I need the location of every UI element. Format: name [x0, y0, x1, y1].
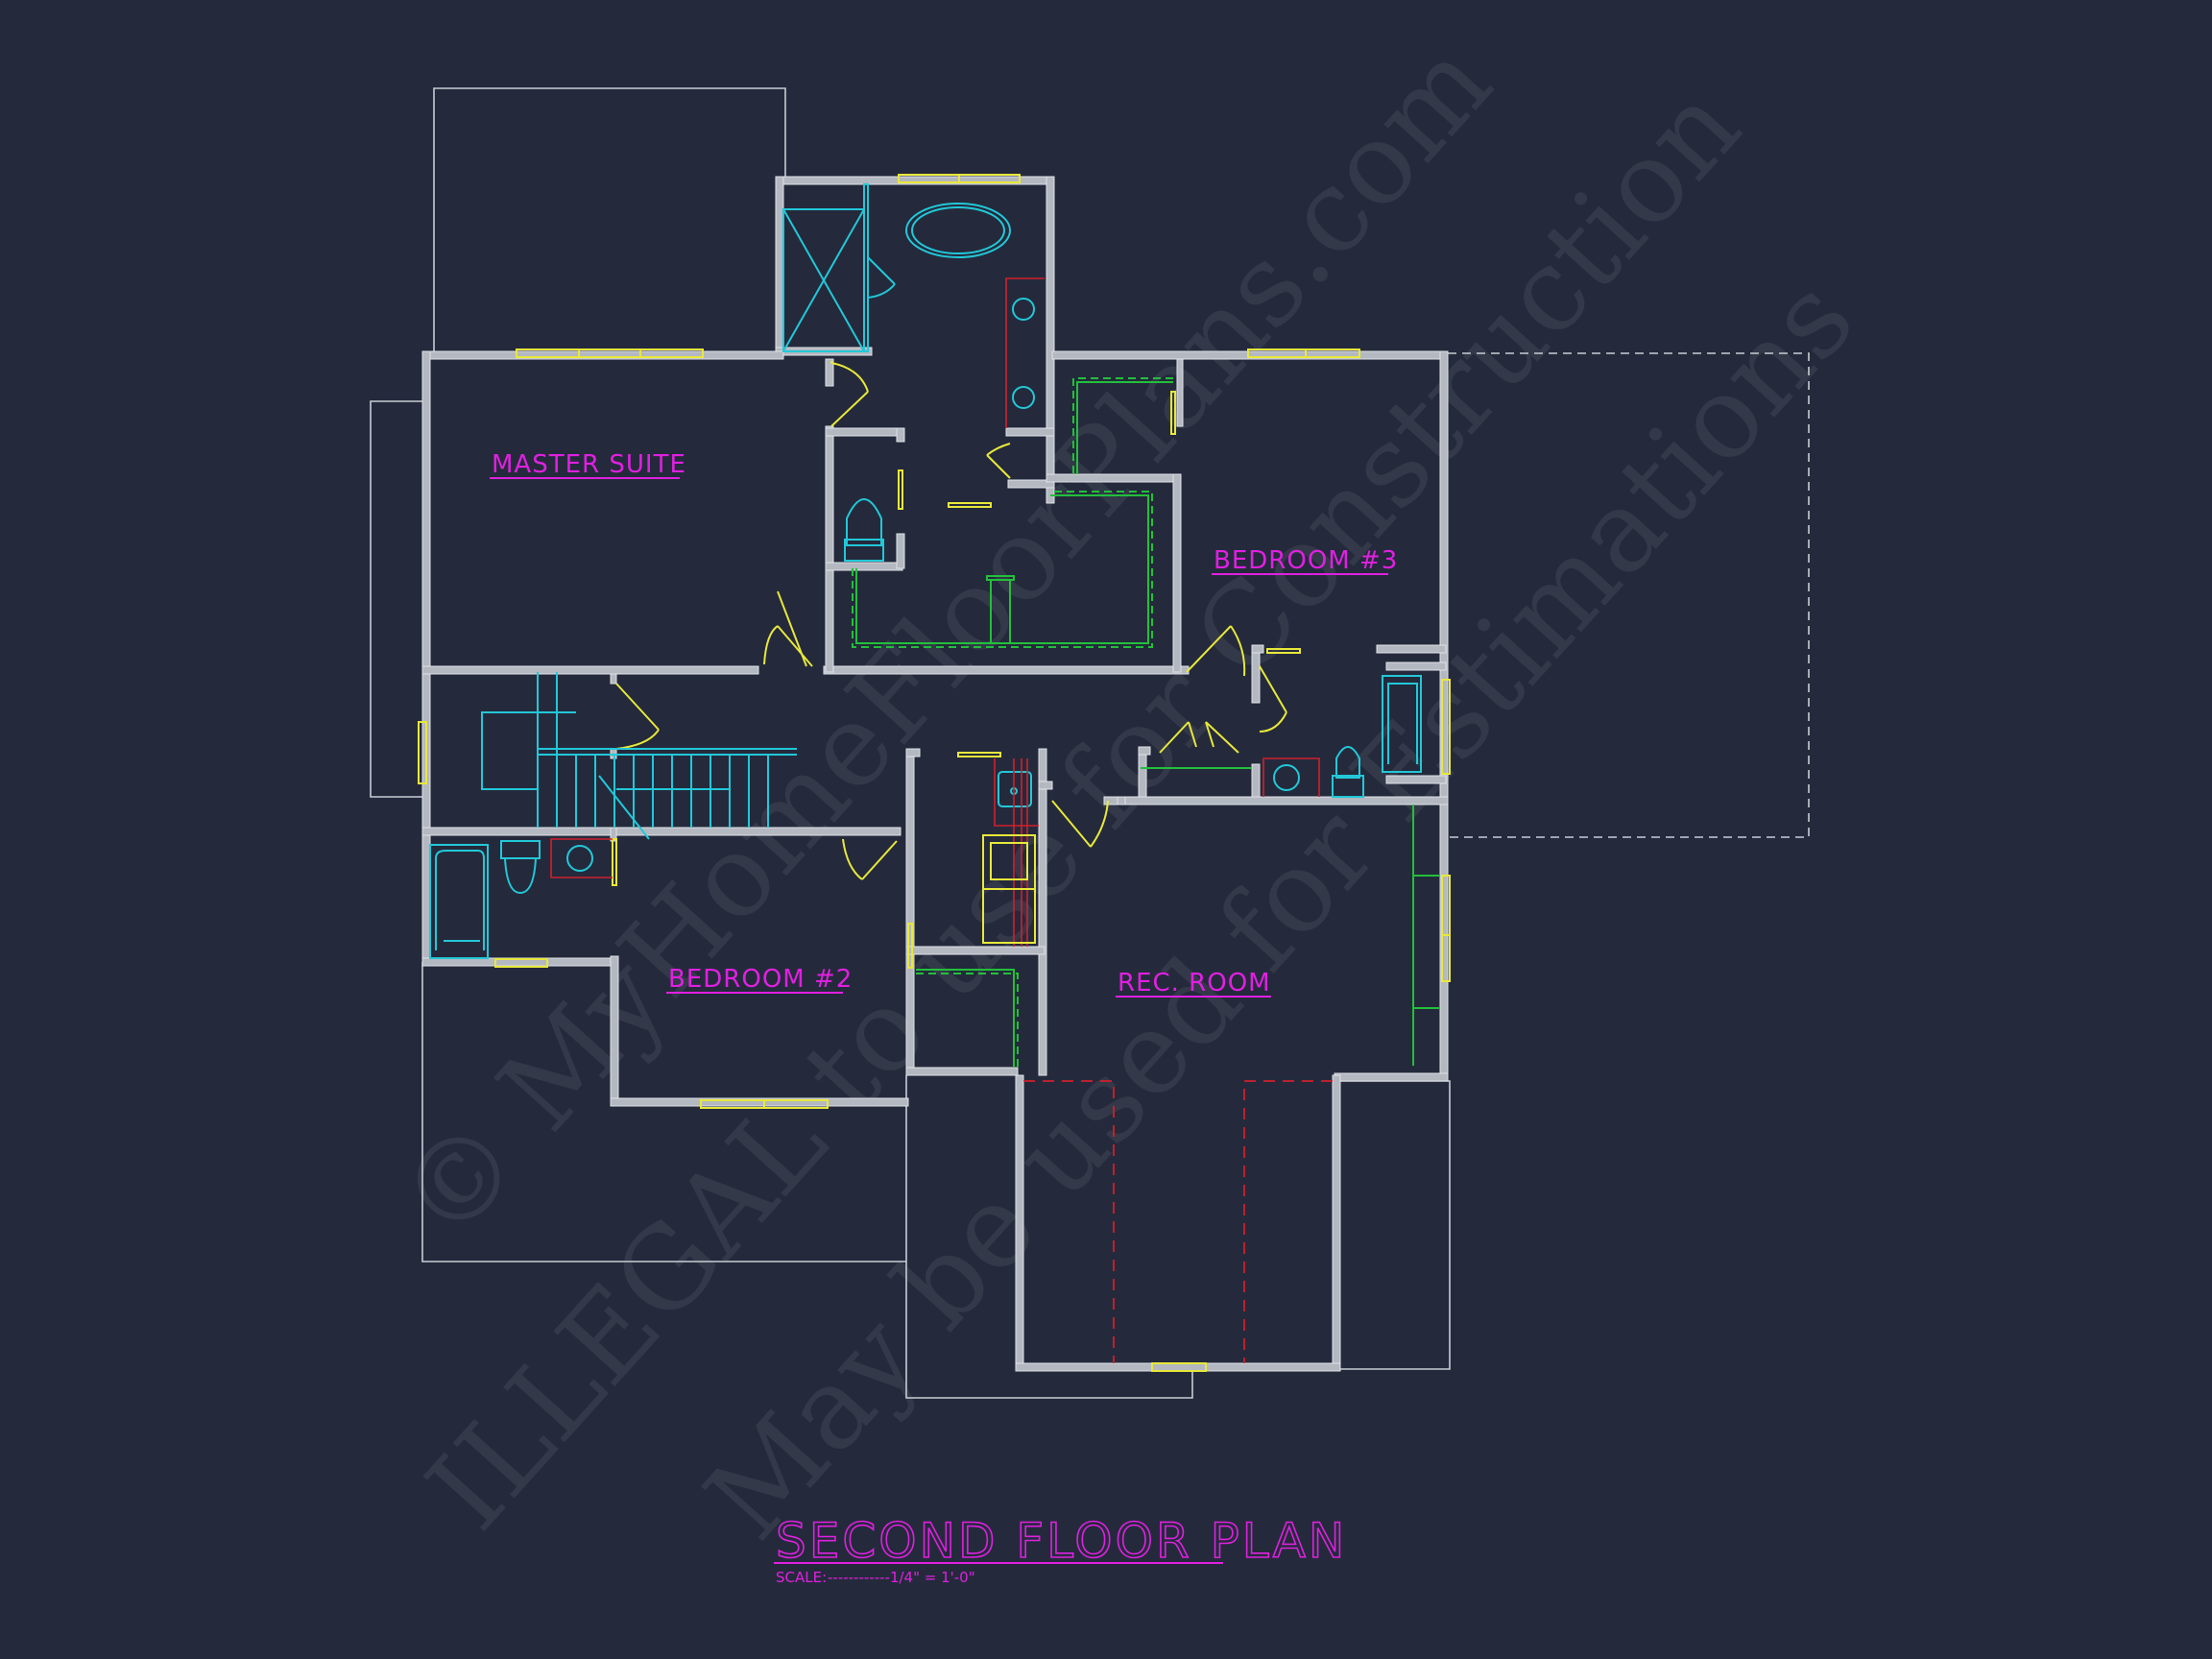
watermark-line-2: ILLEGAL to use for Construction	[401, 60, 1765, 1554]
scale-label: SCALE:	[776, 1569, 827, 1586]
washer-dryer	[982, 834, 1036, 944]
scale-value: ------------1/4" = 1'-0"	[828, 1569, 975, 1586]
drawing-title: SECOND FLOOR PLAN	[776, 1513, 1347, 1569]
room-label-rec-room: REC. ROOM	[1118, 969, 1271, 998]
roof-outlines	[370, 87, 1810, 1399]
title-block: SECOND FLOOR PLAN SCALE: ------------1/4…	[774, 1512, 1347, 1586]
room-label-bedroom-2: BEDROOM #2	[668, 965, 853, 994]
room-labels: MASTER SUITE BEDROOM #3 BEDROOM #2 REC. …	[490, 450, 1398, 998]
fixtures	[429, 183, 1422, 959]
stair-treads	[575, 755, 769, 828]
watermark: © MyHomeFloorPlans.com ILLEGAL to use fo…	[373, 16, 1879, 1564]
room-label-bedroom-3: BEDROOM #3	[1214, 546, 1398, 575]
room-label-master-suite: MASTER SUITE	[492, 450, 686, 479]
windows	[418, 174, 1451, 1372]
closet-rods	[852, 377, 1440, 1068]
walls	[421, 176, 1449, 1372]
counters	[550, 277, 1333, 1363]
